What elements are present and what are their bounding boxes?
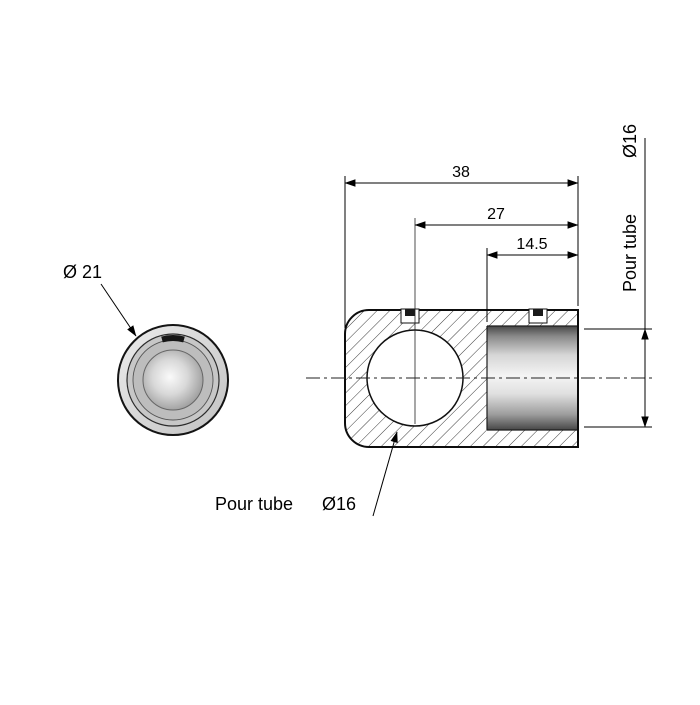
dimensions (100, 138, 652, 517)
side-section-view (306, 218, 656, 448)
dim-14-5-label: 14.5 (516, 236, 547, 253)
front-view (117, 324, 229, 436)
leader-front-diameter (100, 283, 137, 337)
dim-14-5 (486, 248, 579, 322)
front-set-screw-mark (161, 335, 185, 343)
bottom-note-text: Pour tube (215, 494, 293, 514)
side-note-text: Pour tube (620, 214, 640, 292)
bottom-note-diameter: Ø16 (322, 494, 356, 514)
side-note-diameter: Ø16 (620, 124, 640, 158)
front-cone-face (142, 349, 204, 411)
dim-38-label: 38 (452, 164, 470, 181)
set-screw-notch-right (528, 308, 548, 324)
dim-tube-16 (584, 138, 652, 428)
leader-bottom-note (372, 431, 398, 517)
dim-38 (344, 176, 579, 328)
set-screw-notch-left (400, 308, 420, 324)
dim-27-label: 27 (487, 206, 505, 223)
front-diameter-label: Ø 21 (63, 262, 102, 282)
